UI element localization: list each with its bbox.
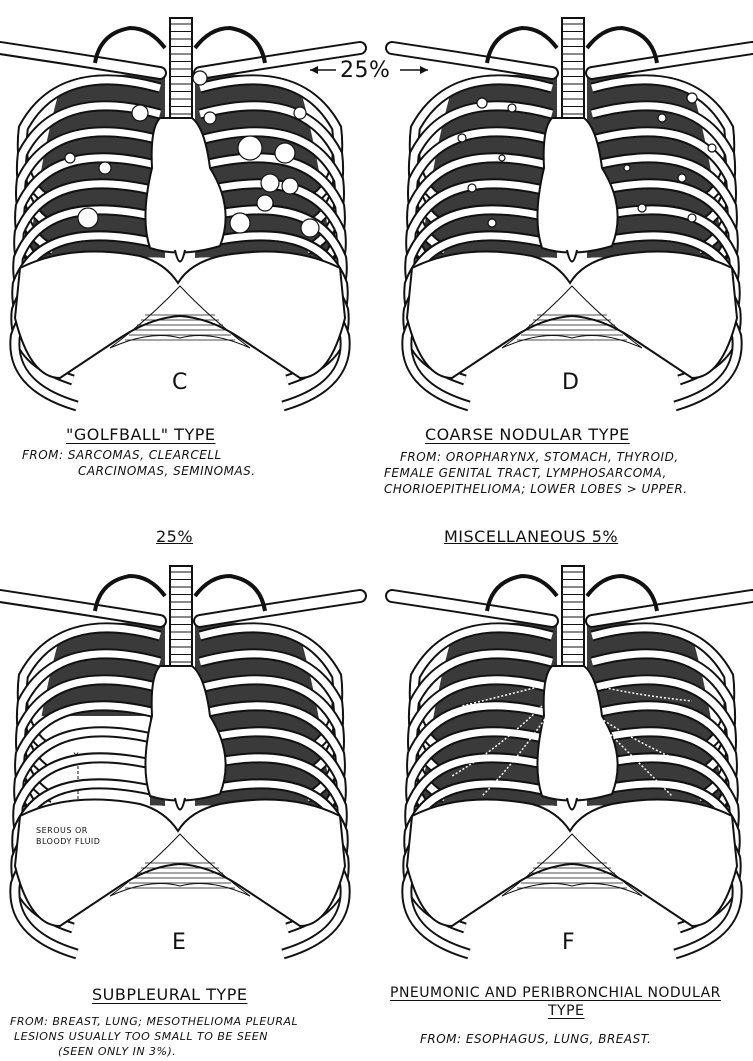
panel-c-lesion <box>99 162 111 174</box>
panel-f-header: MISCELLANEOUS 5% <box>444 527 618 546</box>
panel-d-lesion <box>624 165 630 171</box>
panel-d-lesion <box>687 93 697 103</box>
panel-c-title: "GOLFBALL" TYPE <box>66 425 215 444</box>
panel-f-title-line-1: PNEUMONIC AND PERIBRONCHIAL NODULAR <box>390 985 721 1001</box>
panel-d-lesion <box>658 114 666 122</box>
panel-e-heart-apex <box>175 798 185 810</box>
panel-d-lesion <box>477 98 487 108</box>
panel-c-source-line-2: CARCINOMAS, SEMINOMAS. <box>78 464 256 479</box>
panel-d-chest-drawing <box>392 18 752 406</box>
panel-d-spine <box>562 18 584 128</box>
panel-d-lesion <box>499 155 505 161</box>
top-right-arrowhead <box>420 66 428 74</box>
top-left-arrowhead <box>310 66 318 74</box>
panel-c-lesion <box>261 174 279 192</box>
panel-d-source-line-2: FEMALE GENITAL TRACT, LYMPHOSARCOMA, <box>384 466 667 481</box>
panel-f-title-line-2: TYPE <box>548 1003 584 1019</box>
panel-d-lesion <box>708 144 716 152</box>
panel-d-title: COARSE NODULAR TYPE <box>425 425 630 444</box>
panel-d-lesion <box>468 184 476 192</box>
panel-d-lesion <box>638 204 646 212</box>
panel-f-right-clavicle-fill <box>592 596 752 621</box>
panel-c-source-line-1: FROM: SARCOMAS, CLEARCELL <box>22 448 222 463</box>
panel-d-lesion <box>488 219 496 227</box>
panel-d-letter: D <box>562 370 579 395</box>
panel-d-lesion <box>458 134 466 142</box>
panel-c-left-clavicle-fill <box>0 48 160 73</box>
panel-c-lesion <box>257 195 273 211</box>
panel-e-chest-drawing: x <box>0 566 360 954</box>
panel-e-title: SUBPLEURAL TYPE <box>92 985 247 1004</box>
panel-f-source-line-1: FROM: ESOPHAGUS, LUNG, BREAST. <box>420 1032 651 1047</box>
panel-e-annotation-line-2: BLOODY FLUID <box>36 837 100 847</box>
panel-c-lesion <box>193 71 207 85</box>
panel-c-lesion <box>132 105 148 121</box>
panel-f-letter: F <box>562 930 575 955</box>
panel-c-lesion <box>204 112 216 124</box>
panel-e-left-clavicle-fill <box>0 596 160 621</box>
panel-e-annotation-line-1: SEROUS OR <box>36 826 88 836</box>
panel-c-letter: C <box>172 370 188 395</box>
panel-e-source-line-2: LESIONS USUALLY TOO SMALL TO BE SEEN <box>14 1029 268 1044</box>
panel-d-lesion <box>688 214 696 222</box>
panel-c-lesion <box>275 143 295 163</box>
panel-c-heart-apex <box>175 250 185 262</box>
panel-c-lesion <box>230 213 250 233</box>
panel-d-heart-apex <box>567 250 577 262</box>
panel-d-source-line-1: FROM: OROPHARYNX, STOMACH, THYROID, <box>400 450 679 465</box>
panel-e-source-line-3: (SEEN ONLY IN 3%). <box>58 1044 176 1059</box>
panel-e-source-line-1: FROM: BREAST, LUNG; MESOTHELIOMA PLEURAL <box>10 1014 298 1029</box>
panel-f-heart-apex <box>567 798 577 810</box>
panel-c-lesion <box>301 219 319 237</box>
panel-e-percentage: 25% <box>156 527 193 546</box>
panel-c-lesion <box>78 208 98 228</box>
panel-d-right-clavicle-fill <box>592 48 752 73</box>
panel-f-spine <box>562 566 584 676</box>
panel-c-spine <box>170 18 192 128</box>
panel-d-lesion <box>678 174 686 182</box>
panel-f-chest-drawing <box>392 566 752 954</box>
panel-f-left-clavicle-fill <box>392 596 552 621</box>
panel-c-lesion <box>65 153 75 163</box>
panel-c-lesion <box>294 107 306 119</box>
panel-e-spine <box>170 566 192 676</box>
top-percentage-label: 25% <box>340 58 390 83</box>
panel-d-lesion <box>508 104 516 112</box>
panel-e-right-clavicle-fill <box>200 596 360 621</box>
panel-d-source-line-3: CHORIOEPITHELIOMA; LOWER LOBES > UPPER. <box>384 482 688 497</box>
panel-c-chest-drawing <box>0 18 360 406</box>
panel-e-letter: E <box>172 930 186 955</box>
panel-c-lesion <box>238 136 262 160</box>
panel-c-lesion <box>282 178 298 194</box>
